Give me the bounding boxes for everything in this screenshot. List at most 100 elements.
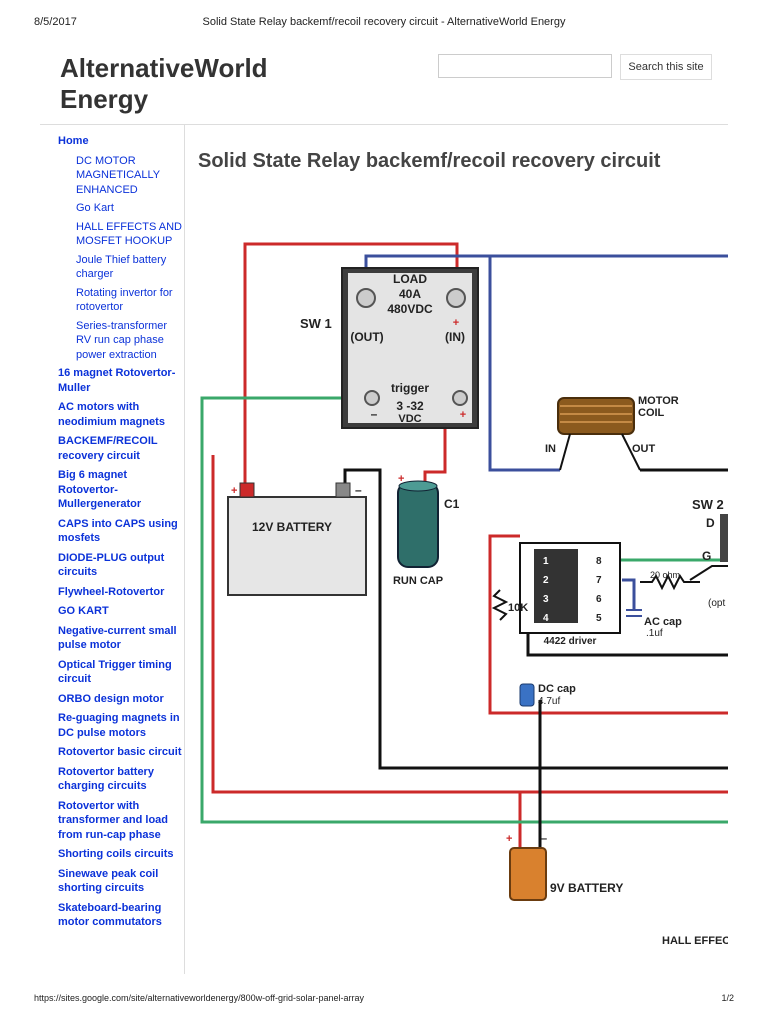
driver-chip: 1 2 3 4 8 7 6 5 4422 driver [519,542,621,647]
driver-ic [534,549,578,623]
sidebar-item[interactable]: Sinewave peak coil shorting circuits [58,867,159,895]
print-page-number: 1/2 [721,993,734,1003]
battery-12v-plus: + [231,485,237,497]
relay-volts-label: 480VDC [387,302,433,316]
sidebar-item[interactable]: Big 6 magnet Rotovertor-Mullergenerator [58,469,142,510]
pin-6: 6 [596,594,602,605]
relay-out-label: (OUT) [350,330,383,344]
relay-plus-top: + [453,317,459,329]
sidebar-item[interactable]: DC MOTOR MAGNETICALLY ENHANCED [76,154,160,196]
sidebar-item[interactable]: Re-guaging magnets in DC pulse motors [58,712,180,739]
sidebar-item[interactable]: BACKEMF/RECOIL recovery circuit [58,435,158,462]
circuit-diagram: LOAD 40A 480VDC (OUT) (IN) + trigger 3 -… [200,242,728,947]
sidebar-item[interactable]: Negative-current small pulse motor [58,624,177,652]
battery-12v-pos-terminal [239,482,255,498]
relay-terminal-trig-pos [452,390,468,406]
sidebar-item[interactable]: Flywheel-Rotovertor [58,585,165,598]
sidebar-item[interactable]: AC motors with neodimium magnets [58,401,165,428]
battery-12v-label: 12V BATTERY [252,520,332,534]
sidebar-item[interactable]: Rotovertor with transformer and load fro… [58,799,169,841]
wire-green-trigger [200,396,728,824]
sidebar-item[interactable]: GO KART [58,605,109,617]
sidebar-item[interactable]: 16 magnet Rotovertor-Muller [58,367,176,394]
sidebar-item[interactable]: Rotating invertor for rotovertor [76,286,173,314]
battery-9v-label: 9V BATTERY [550,881,623,895]
coil-body [557,397,635,435]
battery-9v-body [509,847,547,901]
search-input[interactable] [438,54,612,78]
dc-cap-value: 4.7uf [538,696,560,707]
relay-sw1: LOAD 40A 480VDC (OUT) (IN) + trigger 3 -… [341,267,479,429]
sidebar-item[interactable]: Home [58,135,89,147]
battery-12v-minus: – [355,483,362,497]
wire-blue-cap [622,578,636,610]
ac-cap: AC cap .1uf [626,609,682,639]
dc-cap-body [519,683,535,707]
site-title[interactable]: AlternativeWorld Energy [60,53,268,114]
pin-5: 5 [596,613,602,624]
sidebar-item[interactable]: Shorting coils circuits [58,848,174,860]
pin-3: 3 [543,594,549,605]
dc-cap: DC cap 4.7uf [519,683,576,707]
sidebar-item[interactable]: ORBO design motor [58,692,164,705]
relay-trigger-label: trigger [391,381,429,395]
driver-label: 4422 driver [544,636,597,647]
sidebar-item[interactable]: Joule Thief battery charger [76,253,167,281]
motor-coil: MOTOR COIL IN OUT [545,395,679,471]
relay-amps-label: 40A [399,287,421,301]
battery-9v: + – 9V BATTERY [506,833,623,901]
pin-4: 4 [543,613,549,624]
resistor-10k: 10K [491,589,528,621]
wire-black-neg [343,468,728,770]
relay-terminal-out [356,288,376,308]
sidebar [40,124,185,974]
search-button[interactable]: Search this site [620,54,712,80]
hall-effect-label: HALL EFFEC [662,935,728,947]
run-cap-label: RUN CAP [393,575,443,587]
r10k-label: 10K [508,602,528,614]
ac-cap-value: .1uf [646,628,663,639]
run-cap-plus: + [398,473,404,485]
print-title: Solid State Relay backemf/recoil recover… [202,16,566,28]
run-cap: + C1 RUN CAP [393,473,460,587]
sw2-opt-label: (opt [708,598,725,609]
sw2-body [720,514,728,562]
sidebar-item[interactable]: DIODE-PLUG output circuits [58,551,165,579]
header-divider [40,124,728,125]
sw2-mosfet: SW 2 D G (opt [689,497,728,609]
battery-9v-plus: + [506,833,512,845]
relay-terminal-in [446,288,466,308]
sidebar-item[interactable]: Skateboard-bearing motor commutators [58,901,162,929]
coil-out-label: OUT [632,443,656,455]
coil-label: COIL [638,407,665,419]
relay-trigger-vdc: VDC [398,413,421,425]
ac-cap-label: AC cap [644,616,682,628]
sw2-d-label: D [706,516,715,530]
pin-2: 2 [543,575,549,586]
sidebar-item[interactable]: HALL EFFECTS AND MOSFET HOOKUP [76,220,182,248]
wire-red-driver-loop [488,534,728,715]
relay-trigger-range: 3 -32 [396,399,424,413]
sidebar-item[interactable]: Rotovertor basic circuit [58,746,182,758]
sw2-g-label: G [702,549,711,563]
relay-load-label: LOAD [393,272,427,286]
battery-9v-minus: – [541,833,547,845]
sidebar-item[interactable]: Series-transformer RV run cap phase powe… [76,319,168,361]
pin-8: 8 [596,556,602,567]
print-date: 8/5/2017 [34,16,77,28]
sidebar-item[interactable]: Go Kart [76,202,114,214]
resistor-20ohm: 20 ohm [640,570,700,591]
c1-label: C1 [444,497,460,511]
relay-terminal-trig-neg [364,390,380,406]
battery-12v: + – 12V BATTERY [227,482,367,596]
relay-trigger-minus: – [371,407,378,421]
print-header: 8/5/2017 Solid State Relay backemf/recoi… [34,16,734,30]
sw2-label: SW 2 [692,497,724,512]
sidebar-item[interactable]: Rotovertor battery charging circuits [58,765,154,793]
sidebar-item[interactable]: CAPS into CAPS using mosfets [58,517,178,545]
pin-7: 7 [596,575,602,586]
pin-1: 1 [543,556,549,567]
sidebar-item[interactable]: Optical Trigger timing circuit [58,658,172,686]
battery-12v-body [227,496,367,596]
battery-12v-neg-terminal [335,482,351,498]
